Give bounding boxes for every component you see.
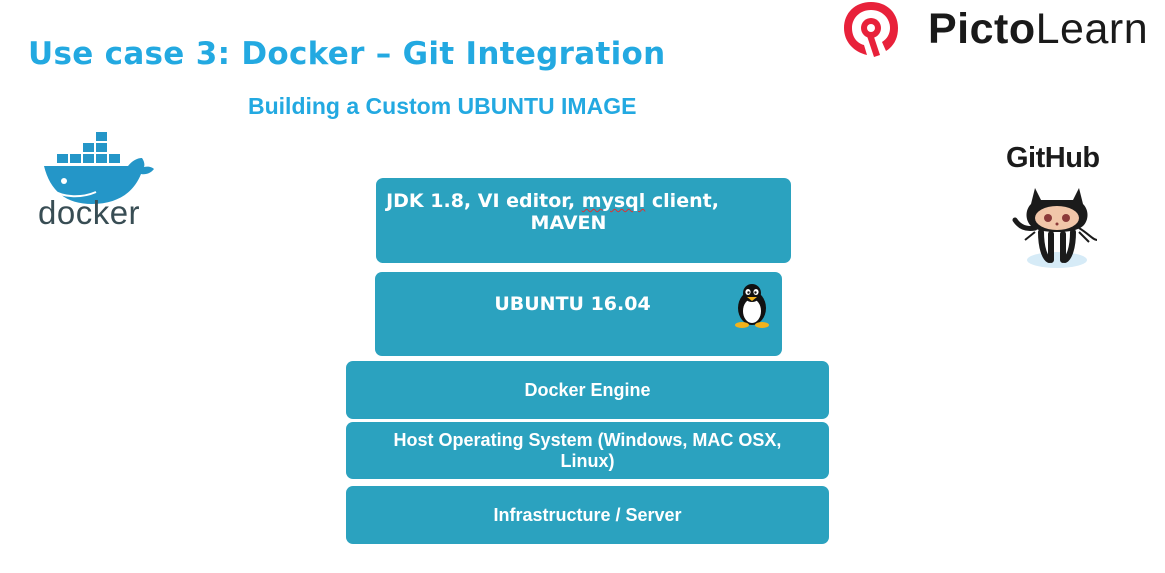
layer-tools-line1: JDK 1.8, VI editor, mysql client, xyxy=(386,190,719,212)
layer-engine-label: Docker Engine xyxy=(524,379,651,400)
pictolearn-logo-icon xyxy=(844,2,898,57)
github-wordmark: GitHub xyxy=(1006,142,1100,174)
layer-infra-label: Infrastructure / Server xyxy=(493,504,682,525)
stack-layer-host-os: Host Operating System (Windows, MAC OSX,… xyxy=(346,422,829,479)
pictolearn-brand: PictoLearn xyxy=(840,0,1162,58)
stack-layer-ubuntu: UBUNTU 16.04 xyxy=(375,272,782,356)
stack-layer-tools: JDK 1.8, VI editor, mysql client, MAVEN xyxy=(376,178,791,263)
docker-whale-icon xyxy=(44,132,154,204)
layer-host-line1: Host Operating System (Windows, MAC OSX, xyxy=(393,429,782,450)
docker-wordmark: docker xyxy=(38,194,141,231)
stack-layer-docker-engine: Docker Engine xyxy=(346,361,829,419)
octocat-icon xyxy=(1012,188,1098,268)
layer-host-line2: Linux) xyxy=(560,450,615,471)
slide-title: Use case 3: Docker – Git Integration xyxy=(28,36,666,72)
stack-layer-infrastructure: Infrastructure / Server xyxy=(346,486,829,544)
brand-name: PictoLearn xyxy=(928,4,1149,53)
layer-tools-line2: MAVEN xyxy=(530,212,607,234)
layer-ubuntu-label: UBUNTU 16.04 xyxy=(494,293,651,315)
tux-penguin-icon xyxy=(735,284,769,328)
slide-subtitle: Building a Custom UBUNTU IMAGE xyxy=(248,93,637,119)
